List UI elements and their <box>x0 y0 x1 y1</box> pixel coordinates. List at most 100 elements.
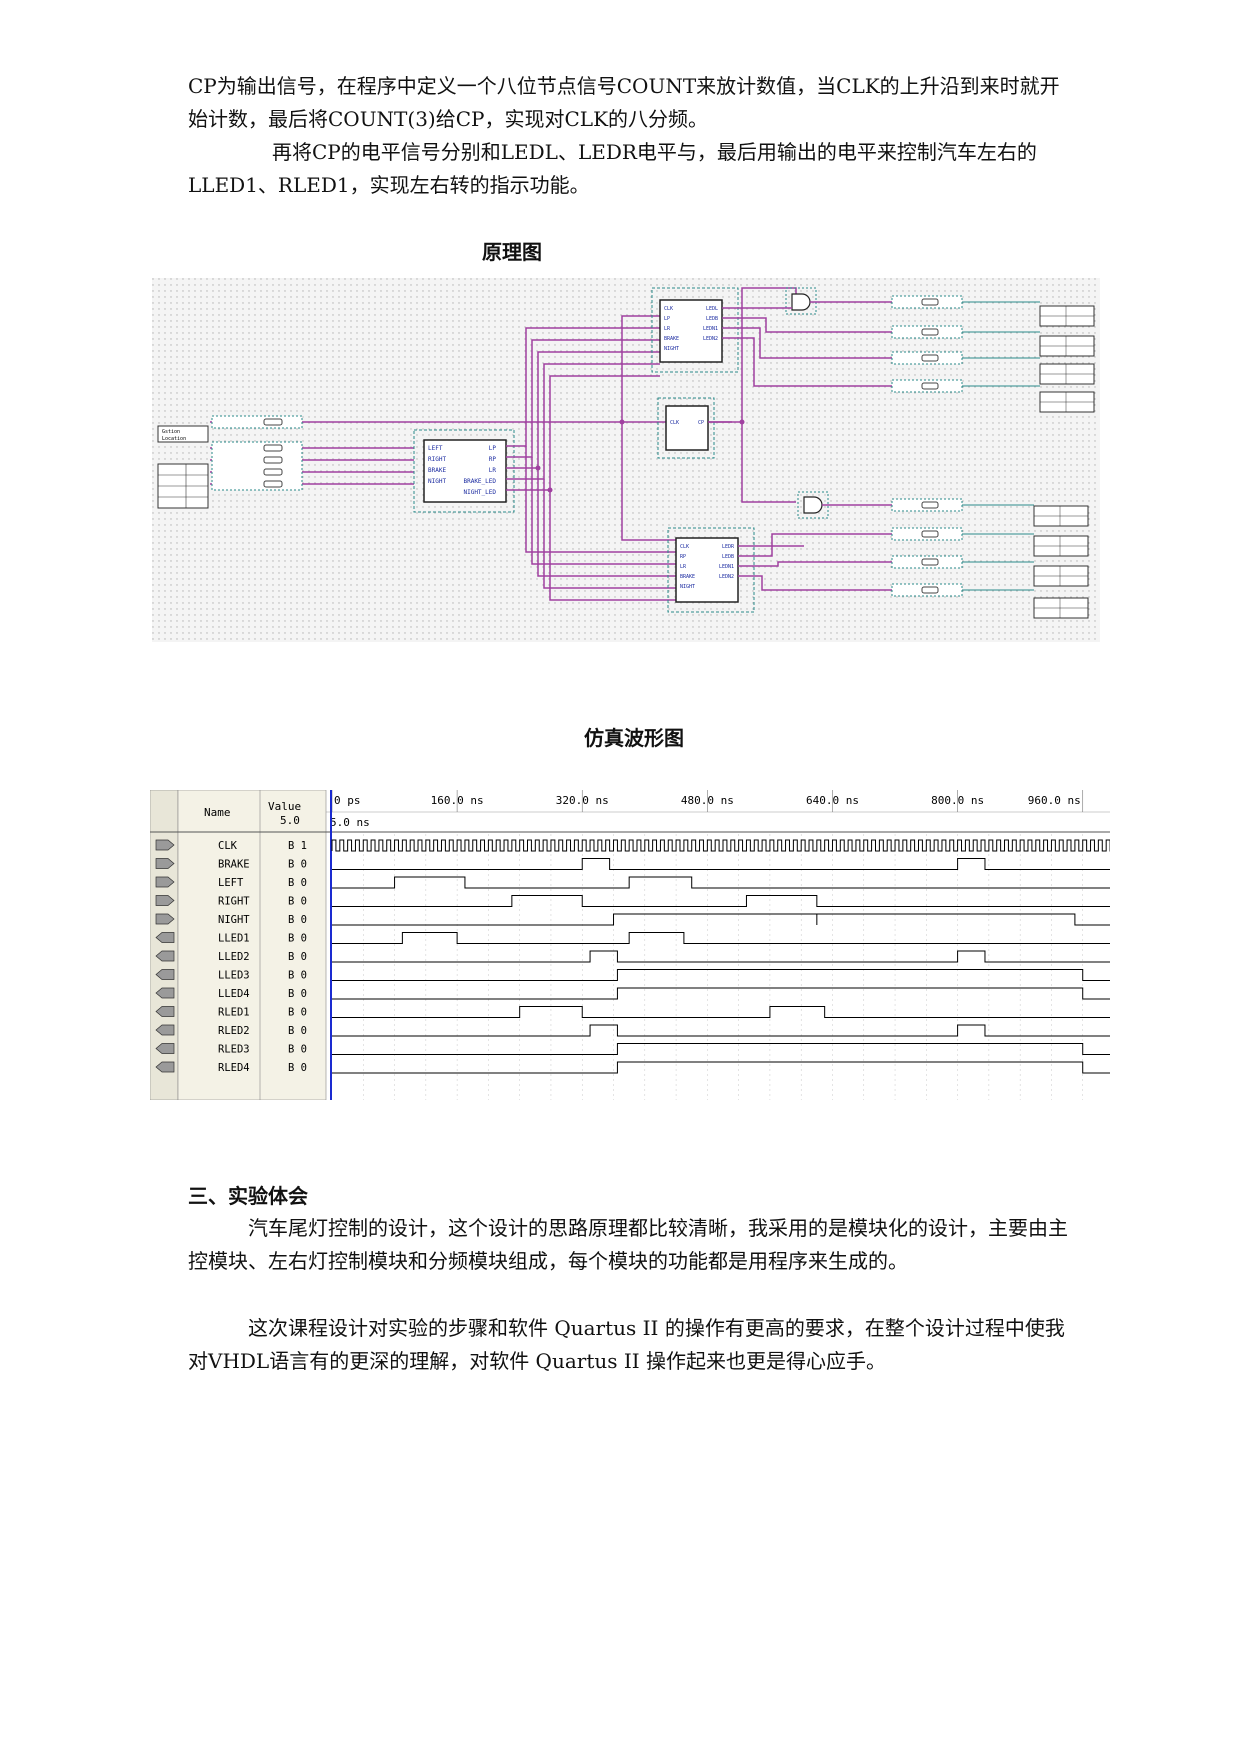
signal-value: B 0 <box>288 896 307 908</box>
time-label: 160.0 ns <box>431 794 484 807</box>
signal-value: B 0 <box>288 1007 307 1019</box>
value-column-subheader: 5.0 <box>280 814 300 827</box>
paragraph-cp-description: CP为输出信号，在程序中定义一个八位节点信号COUNT来放计数值，当CLK的上升… <box>188 74 1060 131</box>
output-pin-icon <box>155 1024 175 1036</box>
signal-name: NIGHT <box>218 914 250 926</box>
signal-row-left[interactable]: LEFT B 0 <box>155 876 1110 889</box>
signal-value: B 0 <box>288 951 307 963</box>
output-pin-icon <box>155 987 175 999</box>
waveform-trace <box>332 1024 1110 1037</box>
svg-text:BRAKE_LED: BRAKE_LED <box>463 478 496 485</box>
svg-text:CLK: CLK <box>664 306 673 312</box>
signal-row-right[interactable]: RIGHT B 0 <box>155 895 1110 908</box>
svg-text:NIGHT: NIGHT <box>680 584 695 590</box>
signal-row-rled2[interactable]: RLED2 B 0 <box>155 1024 1110 1037</box>
paragraph-led-description: 再将CP的电平信号分别和LEDL、LEDR电平与，最后用输出的电平来控制汽车左右… <box>188 140 1037 197</box>
input-pin-clk-box: Gstion Location <box>157 425 209 443</box>
signal-name: LLED3 <box>218 970 250 982</box>
svg-text:LEDN1: LEDN1 <box>719 564 734 570</box>
input-pin-icon <box>155 839 175 851</box>
time-label: 480.0 ns <box>681 794 734 807</box>
signal-name: RLED4 <box>218 1062 250 1074</box>
signal-value: B 0 <box>288 988 307 1000</box>
signal-value: B 0 <box>288 877 307 889</box>
svg-text:BRAKE: BRAKE <box>680 574 695 580</box>
svg-text:LR: LR <box>664 326 671 332</box>
input-pins-box <box>157 463 209 509</box>
svg-text:BRAKE: BRAKE <box>428 467 446 474</box>
svg-text:LEFT: LEFT <box>428 445 443 452</box>
signal-name: LLED2 <box>218 951 250 963</box>
signal-row-lled4[interactable]: LLED4 B 0 <box>155 987 1110 1000</box>
left-control-block: CLK LP LR BRAKE NIGHT LEDL LEDB LEDN1 LE… <box>651 287 739 373</box>
svg-text:LP: LP <box>489 445 497 452</box>
svg-text:LR: LR <box>680 564 687 570</box>
waveform-trace <box>332 932 1110 944</box>
signal-row-rled4[interactable]: RLED4 B 0 <box>155 1061 1110 1074</box>
svg-text:LEDN1: LEDN1 <box>703 326 718 332</box>
right-control-block: CLK RP LR BRAKE NIGHT LEDR LEDB LEDN1 LE… <box>667 527 755 613</box>
time-label: 640.0 ns <box>806 794 859 807</box>
signal-value: B 1 <box>288 840 307 852</box>
output-pin-icon <box>155 950 175 962</box>
input-pin-icon <box>155 895 175 906</box>
signal-row-clk[interactable]: CLK B 1 <box>155 839 1110 852</box>
svg-text:CP: CP <box>698 420 704 426</box>
waveform-trace <box>332 1043 1110 1055</box>
waveform-trace <box>332 950 1110 963</box>
signal-value: B 0 <box>288 933 307 945</box>
signal-name: RLED1 <box>218 1007 250 1019</box>
signal-name: RLED3 <box>218 1044 250 1056</box>
time-label: 320.0 ns <box>556 794 609 807</box>
waveform-trace <box>332 1006 1110 1018</box>
value-column-header: Value <box>268 800 301 813</box>
signal-name: RIGHT <box>218 896 250 908</box>
waveform-trace <box>332 913 1110 926</box>
waveform-trace <box>332 1061 1110 1074</box>
paragraph-course-reflection: 这次课程设计对实验的步骤和软件 Quartus II 的操作有更高的要求，在整个… <box>188 1316 1065 1373</box>
svg-text:CLK: CLK <box>670 420 679 426</box>
output-pin-icon <box>155 1043 175 1054</box>
signal-name: LEFT <box>218 877 244 889</box>
signal-row-lled1[interactable]: LLED1 B 0 <box>155 932 1110 945</box>
time-label: 800.0 ns <box>931 794 984 807</box>
signal-name: BRAKE <box>218 859 250 871</box>
svg-text:LEDL: LEDL <box>706 306 718 312</box>
signal-value: B 0 <box>288 970 307 982</box>
paragraph-design-summary: 汽车尾灯控制的设计，这个设计的思路原理都比较清晰，我采用的是模块化的设计，主要由… <box>188 1216 1068 1273</box>
output-pin-icon <box>155 932 175 943</box>
signal-row-lled2[interactable]: LLED2 B 0 <box>155 950 1110 963</box>
clock-divider-block: CLK CP <box>657 397 715 459</box>
svg-text:Gstion: Gstion <box>162 429 180 435</box>
waveform-trace <box>332 969 1110 981</box>
svg-text:LEDN2: LEDN2 <box>703 336 718 342</box>
input-pin-icon <box>155 858 175 869</box>
section-heading-experience: 三、实验体会 <box>188 1184 308 1208</box>
svg-text:NIGHT: NIGHT <box>664 346 679 352</box>
svg-text:BRAKE: BRAKE <box>664 336 679 342</box>
signal-name: RLED2 <box>218 1025 250 1037</box>
waveform-trace <box>332 858 1110 870</box>
output-pin-icon <box>155 1006 175 1017</box>
signal-value: B 0 <box>288 1062 307 1074</box>
signal-row-lled3[interactable]: LLED3 B 0 <box>155 969 1110 982</box>
signal-row-rled1[interactable]: RLED1 B 0 <box>155 1006 1110 1019</box>
waveform-caption: 仿真波形图 <box>584 726 684 750</box>
svg-text:RIGHT: RIGHT <box>428 456 446 463</box>
svg-text:LEDR: LEDR <box>722 544 735 550</box>
signal-name: LLED4 <box>218 988 250 1000</box>
svg-text:LP: LP <box>664 316 670 322</box>
svg-text:RP: RP <box>489 456 497 463</box>
main-control-block: LEFT RIGHT BRAKE NIGHT LP RP LR BRAKE_LE… <box>413 429 515 513</box>
input-pin-icon <box>155 876 175 888</box>
signal-name: CLK <box>218 840 238 852</box>
signal-value: B 0 <box>288 1025 307 1037</box>
input-pin-icon <box>155 913 175 925</box>
signal-name: LLED1 <box>218 933 250 945</box>
name-column-header: Name <box>204 806 231 819</box>
time-label: 0 ps <box>334 794 361 807</box>
